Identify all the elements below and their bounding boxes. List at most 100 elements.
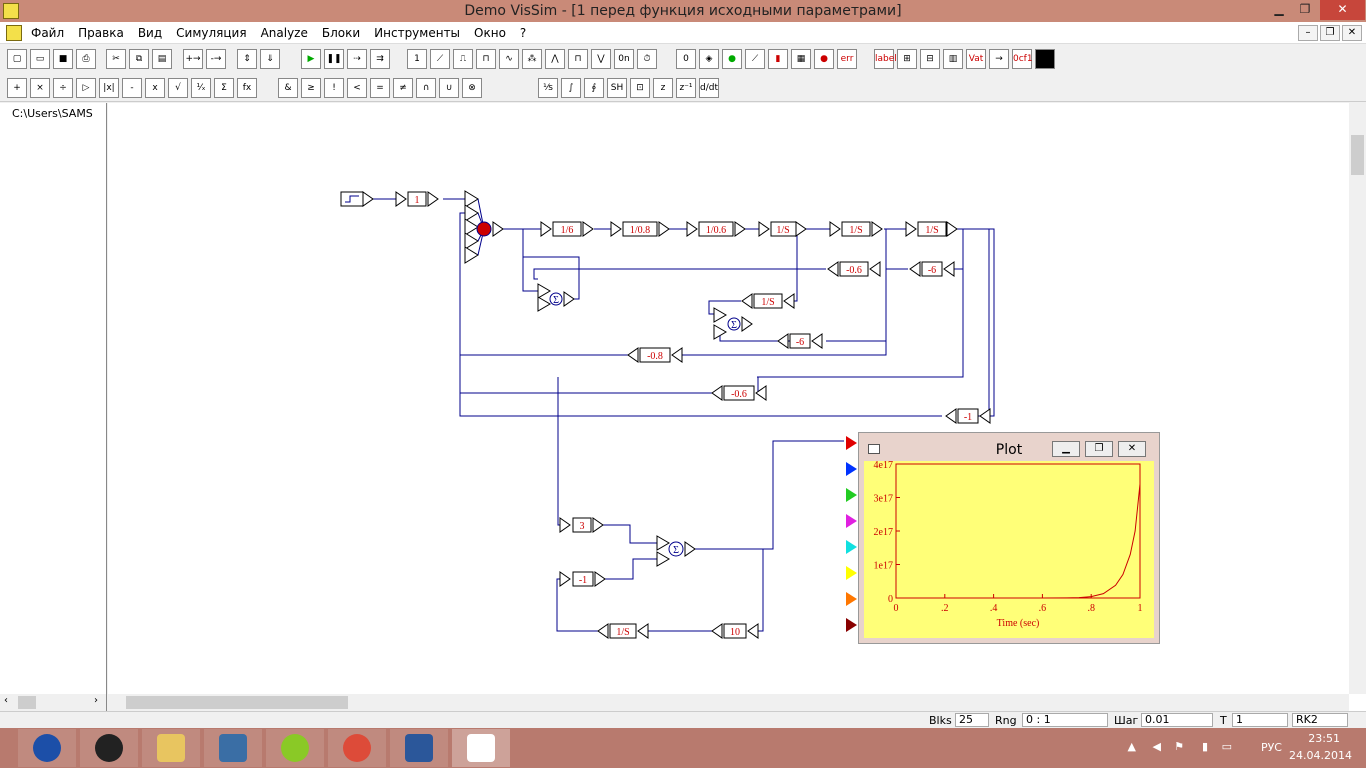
meter-block-icon[interactable]: ◈	[699, 49, 719, 69]
light-block-icon[interactable]: ●	[722, 49, 742, 69]
paste-icon[interactable]: ▤	[152, 49, 172, 69]
menu-blocks[interactable]: Блоки	[321, 26, 361, 40]
embed-block-icon[interactable]: ⊟	[920, 49, 940, 69]
flip-up-icon[interactable]: ⇕	[237, 49, 257, 69]
menu-file[interactable]: Файл	[31, 26, 65, 40]
integrator-block-icon[interactable]: ∫	[561, 78, 581, 98]
new-file-icon[interactable]: ▢	[7, 49, 27, 69]
plot-minimize-button[interactable]: ▁	[1052, 441, 1080, 457]
xor-block-icon[interactable]: ⊗	[462, 78, 482, 98]
sum-block-icon[interactable]: Σ	[214, 78, 234, 98]
save-icon[interactable]: ■	[53, 49, 73, 69]
sine-block-icon[interactable]: ∿	[499, 49, 519, 69]
power-block-icon[interactable]: x	[145, 78, 165, 98]
print-icon[interactable]: ⎙	[76, 49, 96, 69]
flag-icon[interactable]: ⚑	[1174, 740, 1184, 753]
color-block-icon[interactable]	[1035, 49, 1055, 69]
stop-block-icon[interactable]: ●	[814, 49, 834, 69]
canvas-horizontal-scrollbar[interactable]	[108, 694, 1349, 711]
merge-block-icon[interactable]: ∩	[416, 78, 436, 98]
language-indicator[interactable]: РУС	[1260, 741, 1282, 754]
derivative-block-icon[interactable]: d/dt	[699, 78, 719, 98]
add-block-icon[interactable]: +	[7, 78, 27, 98]
clock-date[interactable]: 24.04.2014	[1289, 749, 1352, 762]
menu-tools[interactable]: Инструменты	[374, 26, 461, 40]
square-wave-block-icon[interactable]: ⊓	[568, 49, 588, 69]
restore-button[interactable]: ❐	[1299, 2, 1311, 16]
clock-time[interactable]: 23:51	[1308, 732, 1340, 745]
triangle-block-icon[interactable]: ⋁	[591, 49, 611, 69]
canvas-vertical-scrollbar[interactable]	[1349, 103, 1366, 694]
or-block-icon[interactable]: ≥	[301, 78, 321, 98]
variable-block-icon[interactable]: Vat	[966, 49, 986, 69]
not-equal-block-icon[interactable]: ≠	[393, 78, 413, 98]
explorer-app[interactable]	[142, 729, 200, 767]
divide-block-icon[interactable]: ÷	[53, 78, 73, 98]
green-app[interactable]	[266, 729, 324, 767]
plot-maximize-button[interactable]: ❐	[1085, 441, 1113, 457]
compound-block-icon[interactable]: ⊞	[897, 49, 917, 69]
scroll-left-icon[interactable]: ‹	[4, 695, 8, 706]
histogram-block-icon[interactable]: ▮	[768, 49, 788, 69]
case-block-icon[interactable]: ∪	[439, 78, 459, 98]
mdi-restore-button[interactable]: ❐	[1320, 25, 1340, 41]
expression-block-icon[interactable]: fx	[237, 78, 257, 98]
menu-analyze[interactable]: Analyze	[260, 26, 308, 40]
vissim-app[interactable]	[452, 729, 510, 767]
table-block-icon[interactable]: ▦	[791, 49, 811, 69]
canvas-vscroll-thumb[interactable]	[1351, 135, 1364, 175]
error-block-icon[interactable]: err	[837, 49, 857, 69]
document-icon[interactable]	[6, 25, 22, 41]
sample-hold-block-icon[interactable]: SH	[607, 78, 627, 98]
dataset-block-icon[interactable]: ▥	[943, 49, 963, 69]
wireless-block-icon[interactable]: →	[989, 49, 1009, 69]
state-space-block-icon[interactable]: ⊡	[630, 78, 650, 98]
chrome-app[interactable]	[328, 729, 386, 767]
onoff-block-icon[interactable]: 0n	[614, 49, 634, 69]
remove-input-icon[interactable]: -→	[206, 49, 226, 69]
transfer-fn-block-icon[interactable]: ⅟s	[538, 78, 558, 98]
explorer-scrollbar[interactable]: ‹ ›	[0, 694, 106, 711]
inverse-block-icon[interactable]: ¹⁄ₓ	[191, 78, 211, 98]
not-block-icon[interactable]: !	[324, 78, 344, 98]
menu-edit[interactable]: Правка	[78, 26, 124, 40]
unit-delay-block-icon[interactable]: z⁻¹	[676, 78, 696, 98]
volume-icon[interactable]: ◀	[1152, 740, 1161, 753]
sqrt-block-icon[interactable]: √	[168, 78, 188, 98]
negate-block-icon[interactable]: -	[122, 78, 142, 98]
help-app[interactable]	[18, 729, 76, 767]
plot-close-button[interactable]: ✕	[1118, 441, 1146, 457]
mdi-close-button[interactable]: ✕	[1342, 25, 1362, 41]
copy-icon[interactable]: ⧉	[129, 49, 149, 69]
explorer-path[interactable]: C:\Users\SAMS	[12, 107, 93, 120]
and-block-icon[interactable]: &	[278, 78, 298, 98]
vissim-app-icon[interactable]	[3, 3, 19, 19]
plot-block-icon[interactable]: ⟋	[745, 49, 765, 69]
noise-block-icon[interactable]: ⁂	[522, 49, 542, 69]
timer-block-icon[interactable]: ⏱	[637, 49, 657, 69]
pulse-block-icon[interactable]: ⊓	[476, 49, 496, 69]
const-block-icon[interactable]: 1	[407, 49, 427, 69]
pause-icon[interactable]: ❚❚	[324, 49, 344, 69]
ramp-block-icon[interactable]: ⟋	[430, 49, 450, 69]
step-block-icon[interactable]: ⎍	[453, 49, 473, 69]
step-icon[interactable]: ⇢	[347, 49, 367, 69]
tray-arrow-icon[interactable]: ▲	[1127, 740, 1136, 753]
minimize-button[interactable]: ▁	[1274, 2, 1284, 16]
display-block-icon[interactable]: 0	[676, 49, 696, 69]
scroll-right-icon[interactable]: ›	[94, 695, 98, 706]
label-block-icon[interactable]: label	[874, 49, 897, 69]
comment-block-icon[interactable]: 0cf1	[1012, 49, 1033, 69]
sawtooth-block-icon[interactable]: ⋀	[545, 49, 565, 69]
cut-icon[interactable]: ✂	[106, 49, 126, 69]
canvas-hscroll-thumb[interactable]	[126, 696, 348, 709]
menu-help[interactable]: ?	[519, 26, 527, 40]
battery-icon[interactable]: ▭	[1221, 740, 1232, 753]
menu-window[interactable]: Окно	[474, 26, 506, 40]
discrete-tf-block-icon[interactable]: z	[653, 78, 673, 98]
continue-icon[interactable]: ⇉	[370, 49, 390, 69]
mdi-minimize-button[interactable]: –	[1298, 25, 1318, 41]
menu-simulation[interactable]: Симуляция	[176, 26, 247, 40]
